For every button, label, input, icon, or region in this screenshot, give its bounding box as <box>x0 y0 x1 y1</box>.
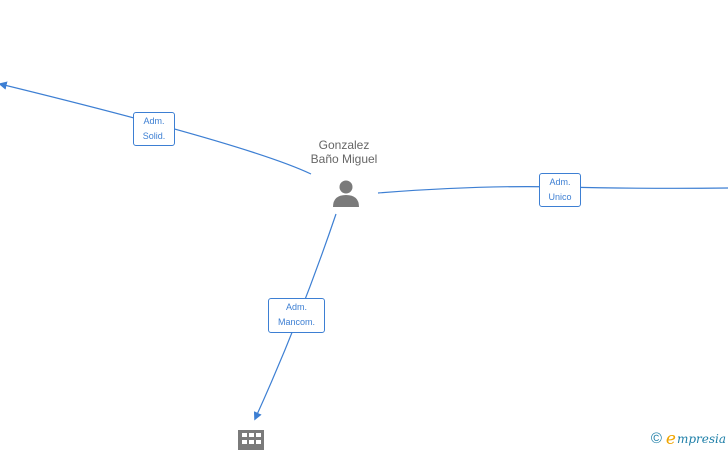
person-name-line1: Gonzalez <box>318 138 370 152</box>
relation-label-adm-solid[interactable]: Adm. Solid. <box>133 112 175 146</box>
building-icon[interactable] <box>238 430 264 450</box>
edge-adm-solid[interactable] <box>0 81 312 175</box>
relation-label-adm-unico[interactable]: Adm. Unico <box>539 173 581 207</box>
brand-logo-text: mpresia <box>676 432 726 446</box>
relation-label-adm-mancom[interactable]: Adm. Mancom. <box>268 298 325 333</box>
relation-label-line1: Adm. <box>549 177 571 187</box>
brand-logo-initial: e <box>665 429 676 449</box>
relation-label-line1: Adm. <box>285 302 307 312</box>
copyright-icon: © <box>650 430 662 447</box>
relation-label-line1: Adm. <box>143 116 165 126</box>
relation-label-line2: Mancom. <box>277 317 315 327</box>
relation-label-line2: Unico <box>548 192 572 202</box>
person-node-label[interactable]: Gonzalez Baño Miguel <box>294 138 394 166</box>
person-icon[interactable] <box>331 178 361 208</box>
relation-label-line2: Solid. <box>142 131 166 141</box>
brand-watermark: © e mpresia <box>651 430 726 448</box>
person-name-line2: Baño Miguel <box>310 152 378 166</box>
